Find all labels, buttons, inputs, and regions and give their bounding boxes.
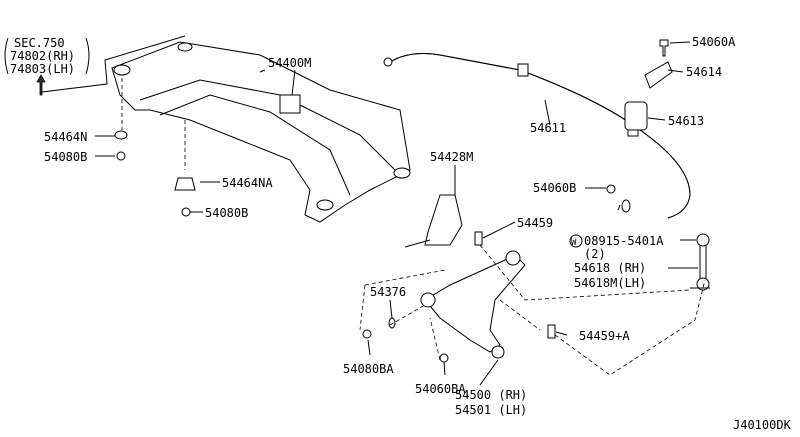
washer-code-circle bbox=[569, 234, 583, 248]
insulator-lower-part bbox=[174, 177, 196, 191]
label-washer-code: W bbox=[571, 238, 577, 248]
reference-block: SEC.750 74802(RH) 74803(LH) bbox=[4, 35, 186, 96]
label-54080b-upper[interactable]: 54080B bbox=[44, 150, 87, 164]
label-54500-rh[interactable]: 54500 (RH) bbox=[455, 388, 527, 402]
label-54400m[interactable]: 54400M bbox=[268, 56, 311, 70]
diagram-code: J40100DK bbox=[733, 418, 792, 432]
ref-sec: SEC.750 bbox=[14, 36, 65, 50]
ref-rh: 74802(RH) bbox=[10, 49, 75, 63]
label-54060a[interactable]: 54060A bbox=[692, 35, 736, 49]
nut-arm-ba-part bbox=[362, 329, 372, 339]
label-54464na[interactable]: 54464NA bbox=[222, 176, 273, 190]
leader-lines bbox=[95, 41, 698, 386]
label-54080b-lower[interactable]: 54080B bbox=[205, 206, 248, 220]
label-54611[interactable]: 54611 bbox=[530, 121, 566, 135]
label-54618-rh[interactable]: 54618 (RH) bbox=[574, 261, 646, 275]
label-54464n[interactable]: 54464N bbox=[44, 130, 87, 144]
bolt-arm-part bbox=[474, 231, 483, 246]
nut-lower-part bbox=[181, 207, 191, 217]
label-54459[interactable]: 54459 bbox=[517, 216, 553, 230]
arrow-up-icon bbox=[36, 74, 46, 96]
label-54613[interactable]: 54613 bbox=[668, 114, 704, 128]
clamp-part bbox=[644, 61, 673, 89]
label-54459a[interactable]: 54459+A bbox=[579, 329, 630, 343]
crossmember-drawing bbox=[111, 41, 411, 223]
bolt-clamp-part bbox=[659, 39, 669, 57]
nut-upper-part bbox=[116, 151, 126, 161]
label-54060b[interactable]: 54060B bbox=[533, 181, 576, 195]
label-54080ba[interactable]: 54080BA bbox=[343, 362, 394, 376]
part-labels: 54400M 54464N 54080B 54464NA 54080B 5461… bbox=[44, 35, 792, 432]
lower-arm-drawing bbox=[359, 194, 706, 376]
bracket-part bbox=[424, 194, 463, 246]
ref-lh: 74803(LH) bbox=[10, 62, 75, 76]
ball-joint-part bbox=[491, 345, 505, 359]
label-54614[interactable]: 54614 bbox=[686, 65, 722, 79]
stabilizer-drawing bbox=[383, 39, 710, 291]
label-54501-lh[interactable]: 54501 (LH) bbox=[455, 403, 527, 417]
bushing-part bbox=[624, 101, 648, 131]
nut-arm-60ba-part bbox=[439, 353, 449, 363]
label-54376[interactable]: 54376 bbox=[370, 285, 406, 299]
insulator-upper-part bbox=[114, 130, 128, 140]
label-54060ba[interactable]: 54060BA bbox=[415, 382, 466, 396]
label-08915-5401a[interactable]: 08915-5401A bbox=[584, 234, 664, 248]
label-54618m-lh[interactable]: 54618M(LH) bbox=[574, 276, 646, 290]
label-54428m[interactable]: 54428M bbox=[430, 150, 473, 164]
nut-link-part bbox=[606, 184, 616, 194]
washer-arm-part bbox=[388, 317, 396, 329]
label-washer-qty: (2) bbox=[584, 247, 606, 261]
